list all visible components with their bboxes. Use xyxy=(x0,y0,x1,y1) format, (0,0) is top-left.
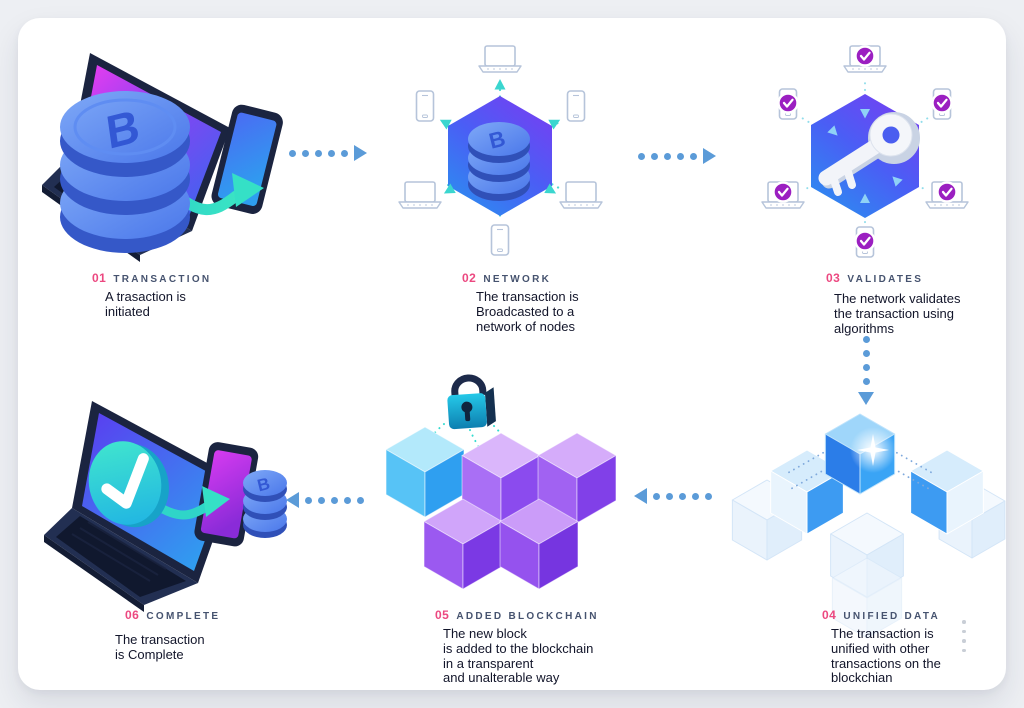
step-label: COMPLETE xyxy=(146,611,221,622)
overflow-dots xyxy=(962,620,966,652)
step-5-caption: 05 ADDED BLOCKCHAIN The new block is add… xyxy=(435,608,599,686)
hexagon-network-icon: B xyxy=(398,45,603,256)
laptop-node-icon xyxy=(398,181,442,209)
purple-block-cube xyxy=(537,432,617,524)
step-3-heading: 03 VALIDATES xyxy=(826,271,960,285)
linked-blue-cubes-icon xyxy=(731,413,1006,639)
padlock-cubes-icon xyxy=(385,374,617,590)
step-description: The transaction is Broadcasted to a netw… xyxy=(476,289,579,334)
blue-block-cube xyxy=(385,426,465,518)
phone-icon xyxy=(211,104,283,214)
step-description: The transaction is unified with other tr… xyxy=(831,626,941,686)
step-description: The network validates the transaction us… xyxy=(834,291,961,336)
padlock-icon xyxy=(447,374,496,430)
checkmark-coin-icon xyxy=(88,441,169,528)
arrow-left-icon xyxy=(634,488,647,504)
arrow-down-icon xyxy=(858,392,874,405)
step-1-caption: 01 TRANSACTION A trasaction is initiated xyxy=(92,271,211,320)
step-label: UNIFIED DATA xyxy=(843,611,941,622)
step-label: VALIDATES xyxy=(847,274,924,285)
step-number: 05 xyxy=(435,608,450,622)
check-badge-icon xyxy=(772,181,794,203)
arrow-step2-to-step3 xyxy=(638,148,716,164)
step-number: 04 xyxy=(822,608,837,622)
step-number: 03 xyxy=(826,271,841,285)
arrow-step1-to-step2 xyxy=(289,145,367,161)
arrow-left-icon xyxy=(286,492,299,508)
phone-icon xyxy=(194,442,259,547)
check-badge-icon xyxy=(777,92,799,114)
step-description: The new block is added to the blockchain… xyxy=(443,626,594,686)
step-4-heading: 04 UNIFIED DATA xyxy=(822,608,941,622)
step-2-heading: 02 NETWORK xyxy=(462,271,579,285)
svg-text:B: B xyxy=(103,99,142,159)
laptop-node-icon xyxy=(559,181,603,209)
bitcoin-coin-stack-icon: B xyxy=(60,91,190,253)
purple-block-cube xyxy=(423,498,503,590)
laptop-node-icon xyxy=(478,45,522,73)
phone-node-icon xyxy=(490,224,510,256)
step-label: ADDED BLOCKCHAIN xyxy=(456,611,599,622)
step-4-caption: 04 UNIFIED DATA The transaction is unifi… xyxy=(822,608,941,686)
purple-block-cube xyxy=(499,498,579,590)
side-cube-right xyxy=(910,449,984,535)
step-5-heading: 05 ADDED BLOCKCHAIN xyxy=(435,608,599,622)
check-badge-icon xyxy=(936,181,958,203)
sparkle-icon xyxy=(850,427,896,473)
step-label: TRANSACTION xyxy=(113,274,212,285)
arrow-right-icon xyxy=(703,148,716,164)
arrow-right-icon xyxy=(354,145,367,161)
hexagon-key-validation-icon xyxy=(761,45,969,258)
arrow-step4-to-step5 xyxy=(634,488,712,504)
arrow-step3-to-step4 xyxy=(858,336,874,405)
svg-text:B: B xyxy=(486,126,507,154)
laptop-coins-to-phone-icon: B xyxy=(42,53,283,262)
coin-stack-small-icon: B xyxy=(468,122,530,201)
step-number: 01 xyxy=(92,271,107,285)
check-badge-icon xyxy=(854,230,876,252)
step-6-heading: 06 COMPLETE xyxy=(125,608,220,622)
step-description: The transaction is Complete xyxy=(115,632,205,662)
phone-node-icon xyxy=(566,90,586,122)
step-6-caption: 06 COMPLETE The transaction is Complete xyxy=(115,608,220,663)
step-1-heading: 01 TRANSACTION xyxy=(92,271,211,285)
arrow-step5-to-step6 xyxy=(286,492,364,508)
phone-node-icon xyxy=(415,90,435,122)
step-2-caption: 02 NETWORK The transaction is Broadcaste… xyxy=(462,271,579,334)
key-icon xyxy=(818,112,920,196)
step-description: A trasaction is initiated xyxy=(105,289,186,319)
step-number: 06 xyxy=(125,608,140,622)
check-badge-icon xyxy=(854,45,876,67)
step-label: NETWORK xyxy=(483,274,552,285)
step-3-caption: 03 VALIDATES The network validates the t… xyxy=(826,271,960,336)
step-number: 02 xyxy=(462,271,477,285)
ghost-cube xyxy=(831,557,903,639)
laptop-checkmark-phone-icon: B xyxy=(44,401,287,612)
svg-text:B: B xyxy=(255,474,272,495)
coin-stack-small-icon: B xyxy=(243,470,287,538)
check-badge-icon xyxy=(931,92,953,114)
side-cube-left xyxy=(770,449,844,535)
